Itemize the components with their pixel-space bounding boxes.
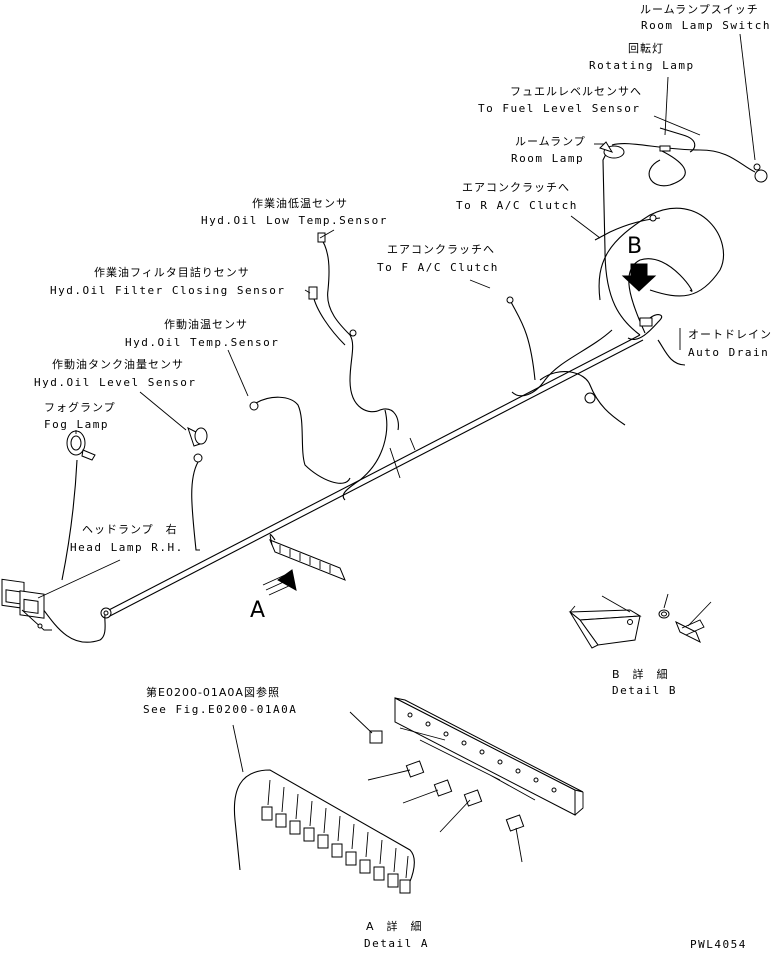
room-lamp-switch-en: Room Lamp Switch — [641, 19, 771, 32]
detail-b-drawing — [568, 593, 712, 649]
r-ac-clutch-en: To R A/C Clutch — [456, 199, 578, 212]
callout-labels: ルームランプスイッチ Room Lamp Switch 回転灯 Rotating… — [34, 3, 772, 951]
hyd-temp-en: Hyd.Oil Temp.Sensor — [125, 336, 279, 349]
filter-clog-en: Hyd.Oil Filter Closing Sensor — [50, 284, 286, 297]
head-lamp-jp: ヘッドランプ 右 — [82, 522, 178, 536]
view-arrow-b — [621, 263, 657, 292]
tank-level-jp: 作動油タンク油量センサ — [52, 357, 184, 371]
fuel-level-jp: フュエルレベルセンサへ — [510, 85, 642, 98]
auto-drain-jp: オートドレイン — [688, 328, 772, 341]
view-markers: B A — [250, 234, 642, 623]
rotating-lamp-jp: 回転灯 — [628, 42, 664, 55]
leader-lines — [37, 33, 756, 599]
hyd-low-temp-en: Hyd.Oil Low Temp.Sensor — [201, 214, 388, 227]
cab-harness — [506, 127, 768, 426]
detail-a-en: Detail A — [364, 937, 429, 950]
filter-clog-jp: 作業油フィルタ目詰りセンサ — [94, 265, 250, 279]
drawing-number: PWL4054 — [690, 938, 747, 951]
detail-b-en: Detail B — [612, 684, 677, 697]
room-lamp-jp: ルームランプ — [515, 135, 586, 148]
detail-a-drawing — [232, 697, 584, 894]
fog-lamp-jp: フォグランプ — [44, 400, 116, 414]
see-fig-jp: 第E0200-01A0A図参照 — [146, 685, 280, 699]
rotating-lamp-en: Rotating Lamp — [589, 59, 695, 72]
head-lamp-en: Head Lamp R.H. — [70, 541, 184, 554]
f-ac-clutch-jp: エアコンクラッチへ — [387, 243, 495, 256]
sensor-branches — [1, 232, 399, 643]
auto-drain-en: Auto Drain — [688, 346, 769, 359]
r-ac-clutch-jp: エアコンクラッチへ — [462, 181, 570, 194]
hyd-low-temp-jp: 作業油低温センサ — [252, 196, 348, 210]
detail-a-jp: A 詳 細 — [366, 919, 423, 933]
see-fig-en: See Fig.E0200-01A0A — [143, 703, 297, 716]
view-marker-a: A — [250, 598, 265, 623]
tank-level-en: Hyd.Oil Level Sensor — [34, 376, 196, 389]
detail-b-jp: B 詳 細 — [612, 667, 669, 681]
hyd-temp-jp: 作動油温センサ — [164, 317, 248, 331]
fuel-level-en: To Fuel Level Sensor — [478, 102, 640, 115]
connector-block-a-small — [262, 534, 346, 596]
terminal-holes — [407, 712, 557, 793]
view-marker-b: B — [627, 234, 642, 259]
connector-chain — [261, 806, 411, 894]
f-ac-clutch-en: To F A/C Clutch — [377, 261, 499, 274]
room-lamp-switch-jp: ルームランプスイッチ — [640, 3, 759, 16]
main-harness — [100, 334, 644, 619]
room-lamp-en: Room Lamp — [511, 152, 584, 165]
fog-lamp-en: Fog Lamp — [44, 418, 109, 431]
